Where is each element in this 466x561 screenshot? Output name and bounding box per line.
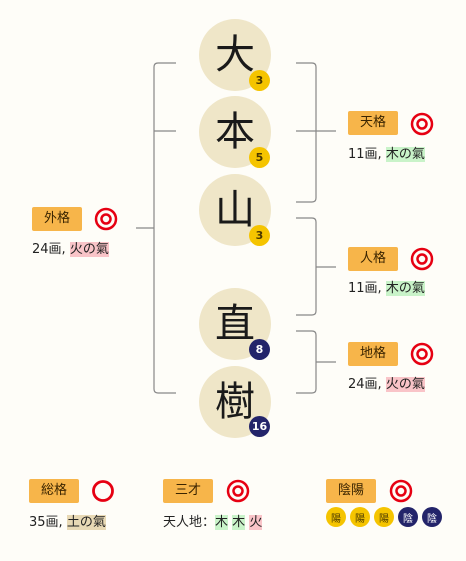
element-badge: 火の氣 (69, 242, 109, 257)
chikaku-label: 地格 (348, 342, 399, 366)
stroke-total: 11画 (348, 281, 378, 296)
stroke-total: 35画 (29, 515, 59, 530)
stroke-total: 24画 (348, 377, 378, 392)
sansai-element: 木 (232, 515, 246, 530)
double-circle-icon (410, 247, 434, 271)
chikaku-detail: 24画, 火の氣 (348, 373, 425, 392)
stroke-total: 11画 (348, 147, 378, 162)
separator: , (377, 281, 382, 296)
circle-icon (92, 480, 114, 502)
separator: , (58, 515, 63, 530)
yang-badge: 陽 (350, 507, 370, 527)
soukaku-label: 総格 (29, 479, 80, 503)
jinkaku-detail: 11画, 木の氣 (348, 277, 425, 296)
stroke-count-badge: 8 (249, 339, 270, 360)
yin-badge: 陰 (422, 507, 442, 527)
name-char-text: 大 (215, 32, 255, 78)
element-badge: 火の氣 (385, 377, 425, 392)
inyou-sequence: 陽 陽 陽 陰 陰 (326, 507, 446, 527)
gaikaku-label: 外格 (32, 207, 83, 231)
separator: , (377, 377, 382, 392)
yang-badge: 陽 (326, 507, 346, 527)
tenkaku-detail: 11画, 木の氣 (348, 143, 425, 162)
yang-badge: 陽 (374, 507, 394, 527)
element-badge: 木の氣 (385, 281, 425, 296)
sansai-prefix: 天人地： (163, 515, 216, 530)
double-circle-icon (410, 342, 434, 366)
stroke-total: 24画 (32, 242, 62, 257)
name-char-text: 樹 (215, 379, 255, 425)
double-circle-icon (389, 479, 413, 503)
gaikaku-detail: 24画, 火の氣 (32, 238, 109, 257)
name-char-4: 直 (199, 288, 271, 360)
stroke-count-badge: 5 (249, 147, 270, 168)
name-char-text: 本 (215, 109, 255, 155)
sansai-element: 木 (215, 515, 229, 530)
soukaku-detail: 35画, 土の氣 (29, 511, 106, 530)
double-circle-icon (94, 207, 118, 231)
yin-badge: 陰 (398, 507, 418, 527)
sansai-element: 火 (249, 515, 263, 530)
element-badge: 土の氣 (66, 515, 106, 530)
name-char-text: 山 (215, 187, 255, 233)
stroke-count-badge: 3 (249, 70, 270, 91)
stroke-count-badge: 16 (249, 416, 270, 437)
sansai-detail: 天人地：木 木 火 (163, 511, 263, 530)
element-badge: 木の氣 (385, 147, 425, 162)
name-char-5: 樹 (199, 366, 271, 438)
separator: , (61, 242, 66, 257)
jinkaku-label: 人格 (348, 247, 399, 271)
name-char-text: 直 (215, 301, 255, 347)
sansai-label: 三才 (163, 479, 214, 503)
tenkaku-label: 天格 (348, 111, 399, 135)
separator: , (377, 147, 382, 162)
double-circle-icon (410, 112, 434, 136)
inyou-label: 陰陽 (326, 479, 377, 503)
double-circle-icon (226, 479, 250, 503)
stroke-count-badge: 3 (249, 225, 270, 246)
